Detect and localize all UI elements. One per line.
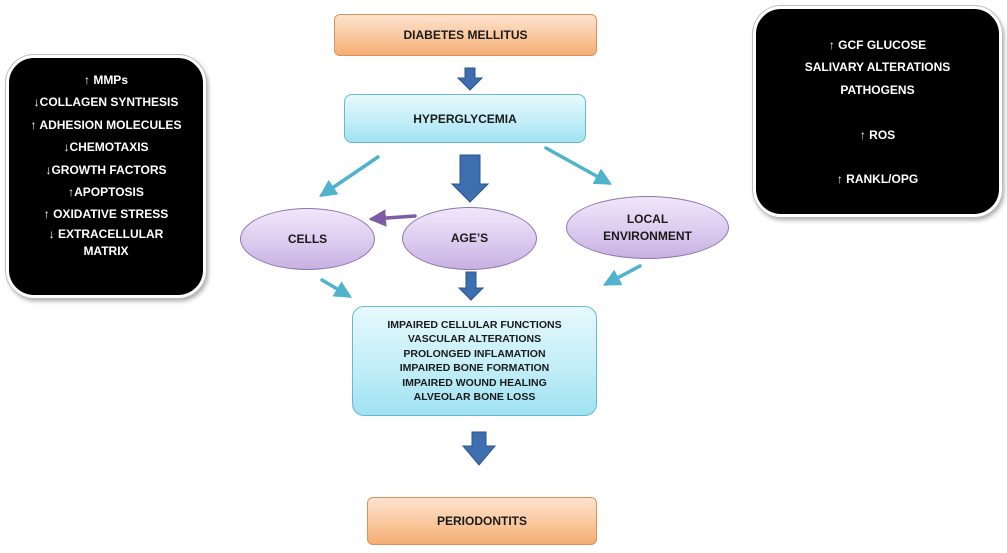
right-local-environment-panel: ↑ GCF GLUCOSE SALIVARY ALTERATIONS PATHO…	[753, 6, 1002, 217]
effects-list: IMPAIRED CELLULAR FUNCTIONS VASCULAR ALT…	[387, 318, 561, 405]
local-environment-label-line2: ENVIRONMENT	[603, 228, 692, 243]
arrow-hyperglycemia-to-local-environment	[544, 146, 613, 185]
arrow-ages-to-cells	[368, 209, 417, 227]
right-panel-item: ↑ GCF GLUCOSE	[828, 38, 927, 52]
arrow-cells-to-effects	[320, 278, 353, 298]
effects-box: IMPAIRED CELLULAR FUNCTIONS VASCULAR ALT…	[352, 306, 597, 416]
effect-item: IMPAIRED WOUND HEALING	[402, 376, 547, 389]
left-panel-item: ↓COLLAGEN SYNTHESIS	[33, 95, 179, 110]
arrow-hyperglycemia-to-ages	[450, 154, 490, 203]
left-panel-item: ↓ EXTRACELLULAR MATRIX	[48, 226, 164, 258]
left-panel-item: ↓GROWTH FACTORS	[45, 162, 167, 177]
left-cellular-effects-panel: ↑ MMPs ↓COLLAGEN SYNTHESIS ↑ ADHESION MO…	[6, 55, 206, 298]
left-panel-item: ↑ ADHESION MOLECULES	[30, 117, 182, 132]
arrow-effects-to-periodontitis	[461, 431, 497, 466]
ages-label: AGE’S	[450, 231, 489, 245]
effect-item: IMPAIRED BONE FORMATION	[399, 362, 550, 374]
effect-item: PROLONGED INFLAMATION	[403, 347, 546, 360]
arrow-hyperglycemia-to-cells	[319, 155, 380, 197]
diabetes-mellitus-box: DIABETES MELLITUS	[334, 14, 597, 56]
right-panel-item: SALIVARY ALTERATIONS	[804, 60, 951, 75]
left-panel-item: ↓CHEMOTAXIS	[63, 140, 149, 155]
local-environment-label-line1: LOCAL	[626, 211, 669, 226]
right-panel-item: ↑ RANKL/OPG	[836, 172, 919, 187]
cells-label: CELLS	[287, 231, 328, 246]
arrow-diabetes-to-hyperglycemia	[456, 67, 484, 91]
left-panel-item: ↑ OXIDATIVE STRESS	[43, 207, 169, 222]
effect-item: VASCULAR ALTERATIONS	[407, 333, 542, 345]
left-panel-item: ↑ MMPs	[83, 73, 128, 87]
arrow-local-environment-to-effects	[602, 264, 642, 286]
effect-item: ALVEOLAR BONE LOSS	[413, 391, 536, 403]
right-panel-item: ↑ ROS	[859, 127, 896, 142]
ages-ellipse: AGE’S	[402, 207, 537, 270]
right-panel-spacer	[756, 146, 999, 168]
right-panel-item: PATHOGENS	[840, 82, 915, 97]
hyperglycemia-label: HYPERGLYCEMIA	[413, 111, 517, 126]
periodontitis-label: PERIODONTITS	[436, 514, 527, 528]
local-environment-ellipse: LOCAL ENVIRONMENT	[566, 196, 729, 259]
periodontitis-box: PERIODONTITS	[367, 497, 597, 545]
right-panel-spacer	[756, 101, 999, 123]
diabetes-mellitus-label: DIABETES MELLITUS	[403, 28, 528, 42]
cells-ellipse: CELLS	[240, 208, 375, 270]
arrow-ages-to-effects	[457, 271, 485, 301]
left-panel-item: ↑APOPTOSIS	[68, 185, 144, 200]
hyperglycemia-box: HYPERGLYCEMIA	[344, 94, 586, 143]
effect-item: IMPAIRED CELLULAR FUNCTIONS	[387, 318, 562, 331]
